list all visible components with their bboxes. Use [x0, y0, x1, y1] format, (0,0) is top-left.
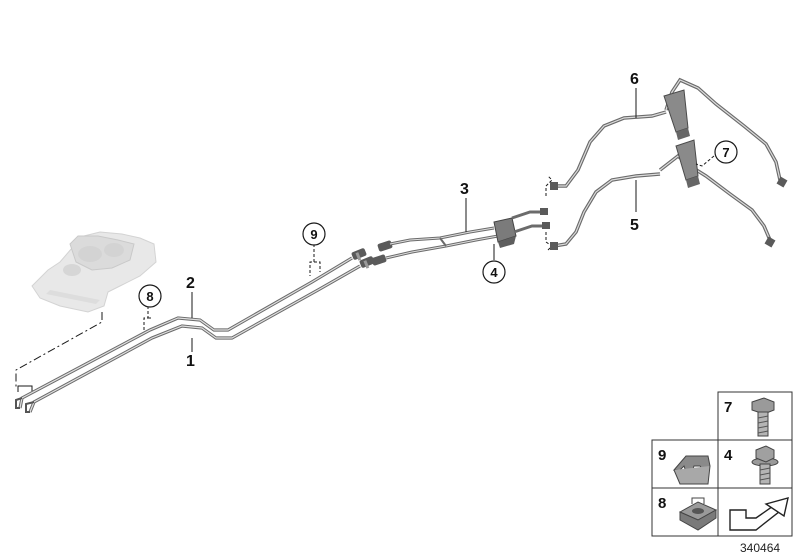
pipe-end-hook-left — [15, 397, 23, 409]
nut-clip-icon — [678, 497, 718, 531]
legend-cell-7 — [717, 391, 793, 441]
callout-1: 1 — [186, 353, 195, 370]
callout-5: 5 — [630, 217, 639, 234]
union-connector-c — [377, 240, 393, 252]
bracket-line — [17, 385, 33, 392]
bracket-5 — [675, 139, 700, 188]
flange-bolt-icon — [751, 445, 779, 485]
brake-hose-5 — [550, 153, 776, 250]
bracket-6 — [663, 89, 690, 140]
callout-3: 3 — [460, 181, 469, 198]
brake-hose-6 — [550, 77, 788, 190]
parts-legend: 7 9 4 8 — [651, 391, 793, 537]
callout-9: 9 — [310, 227, 317, 242]
pipe-end-hook-right — [25, 401, 35, 413]
union-connector-a — [351, 248, 367, 261]
legend-label-4: 4 — [724, 447, 733, 464]
union-connector-b — [359, 256, 375, 269]
distributor-block — [493, 208, 550, 248]
callout-2: 2 — [186, 275, 195, 292]
callout-7: 7 — [722, 145, 729, 160]
callout-8: 8 — [146, 289, 153, 304]
legend-label-9: 9 — [658, 447, 666, 464]
leader-line-ghost — [15, 312, 103, 388]
callout-circle-4: 4 — [482, 260, 506, 284]
ghost-component-image — [31, 231, 157, 313]
union-connector-d — [371, 254, 387, 266]
callout-circle-9: 9 — [302, 222, 326, 246]
break-line-upper — [545, 175, 553, 196]
document-number: 340464 — [740, 541, 780, 555]
callout-circle-8: 8 — [138, 284, 162, 308]
brake-pipe-3 — [385, 226, 499, 260]
callout-6: 6 — [630, 71, 639, 88]
direction-arrow-icon — [729, 497, 789, 531]
callout-4: 4 — [490, 265, 498, 280]
legend-label-8: 8 — [658, 495, 666, 512]
leader-8 — [143, 306, 152, 330]
leader-9 — [309, 244, 321, 276]
callout-circle-7: 7 — [714, 140, 738, 164]
brake-pipe-2 — [28, 264, 361, 413]
brake-pipe-1 — [18, 256, 353, 409]
legend-label-7: 7 — [724, 399, 732, 416]
leader-7 — [695, 155, 715, 167]
pipe-clip-icon — [672, 455, 711, 485]
bolt-icon — [751, 397, 775, 437]
